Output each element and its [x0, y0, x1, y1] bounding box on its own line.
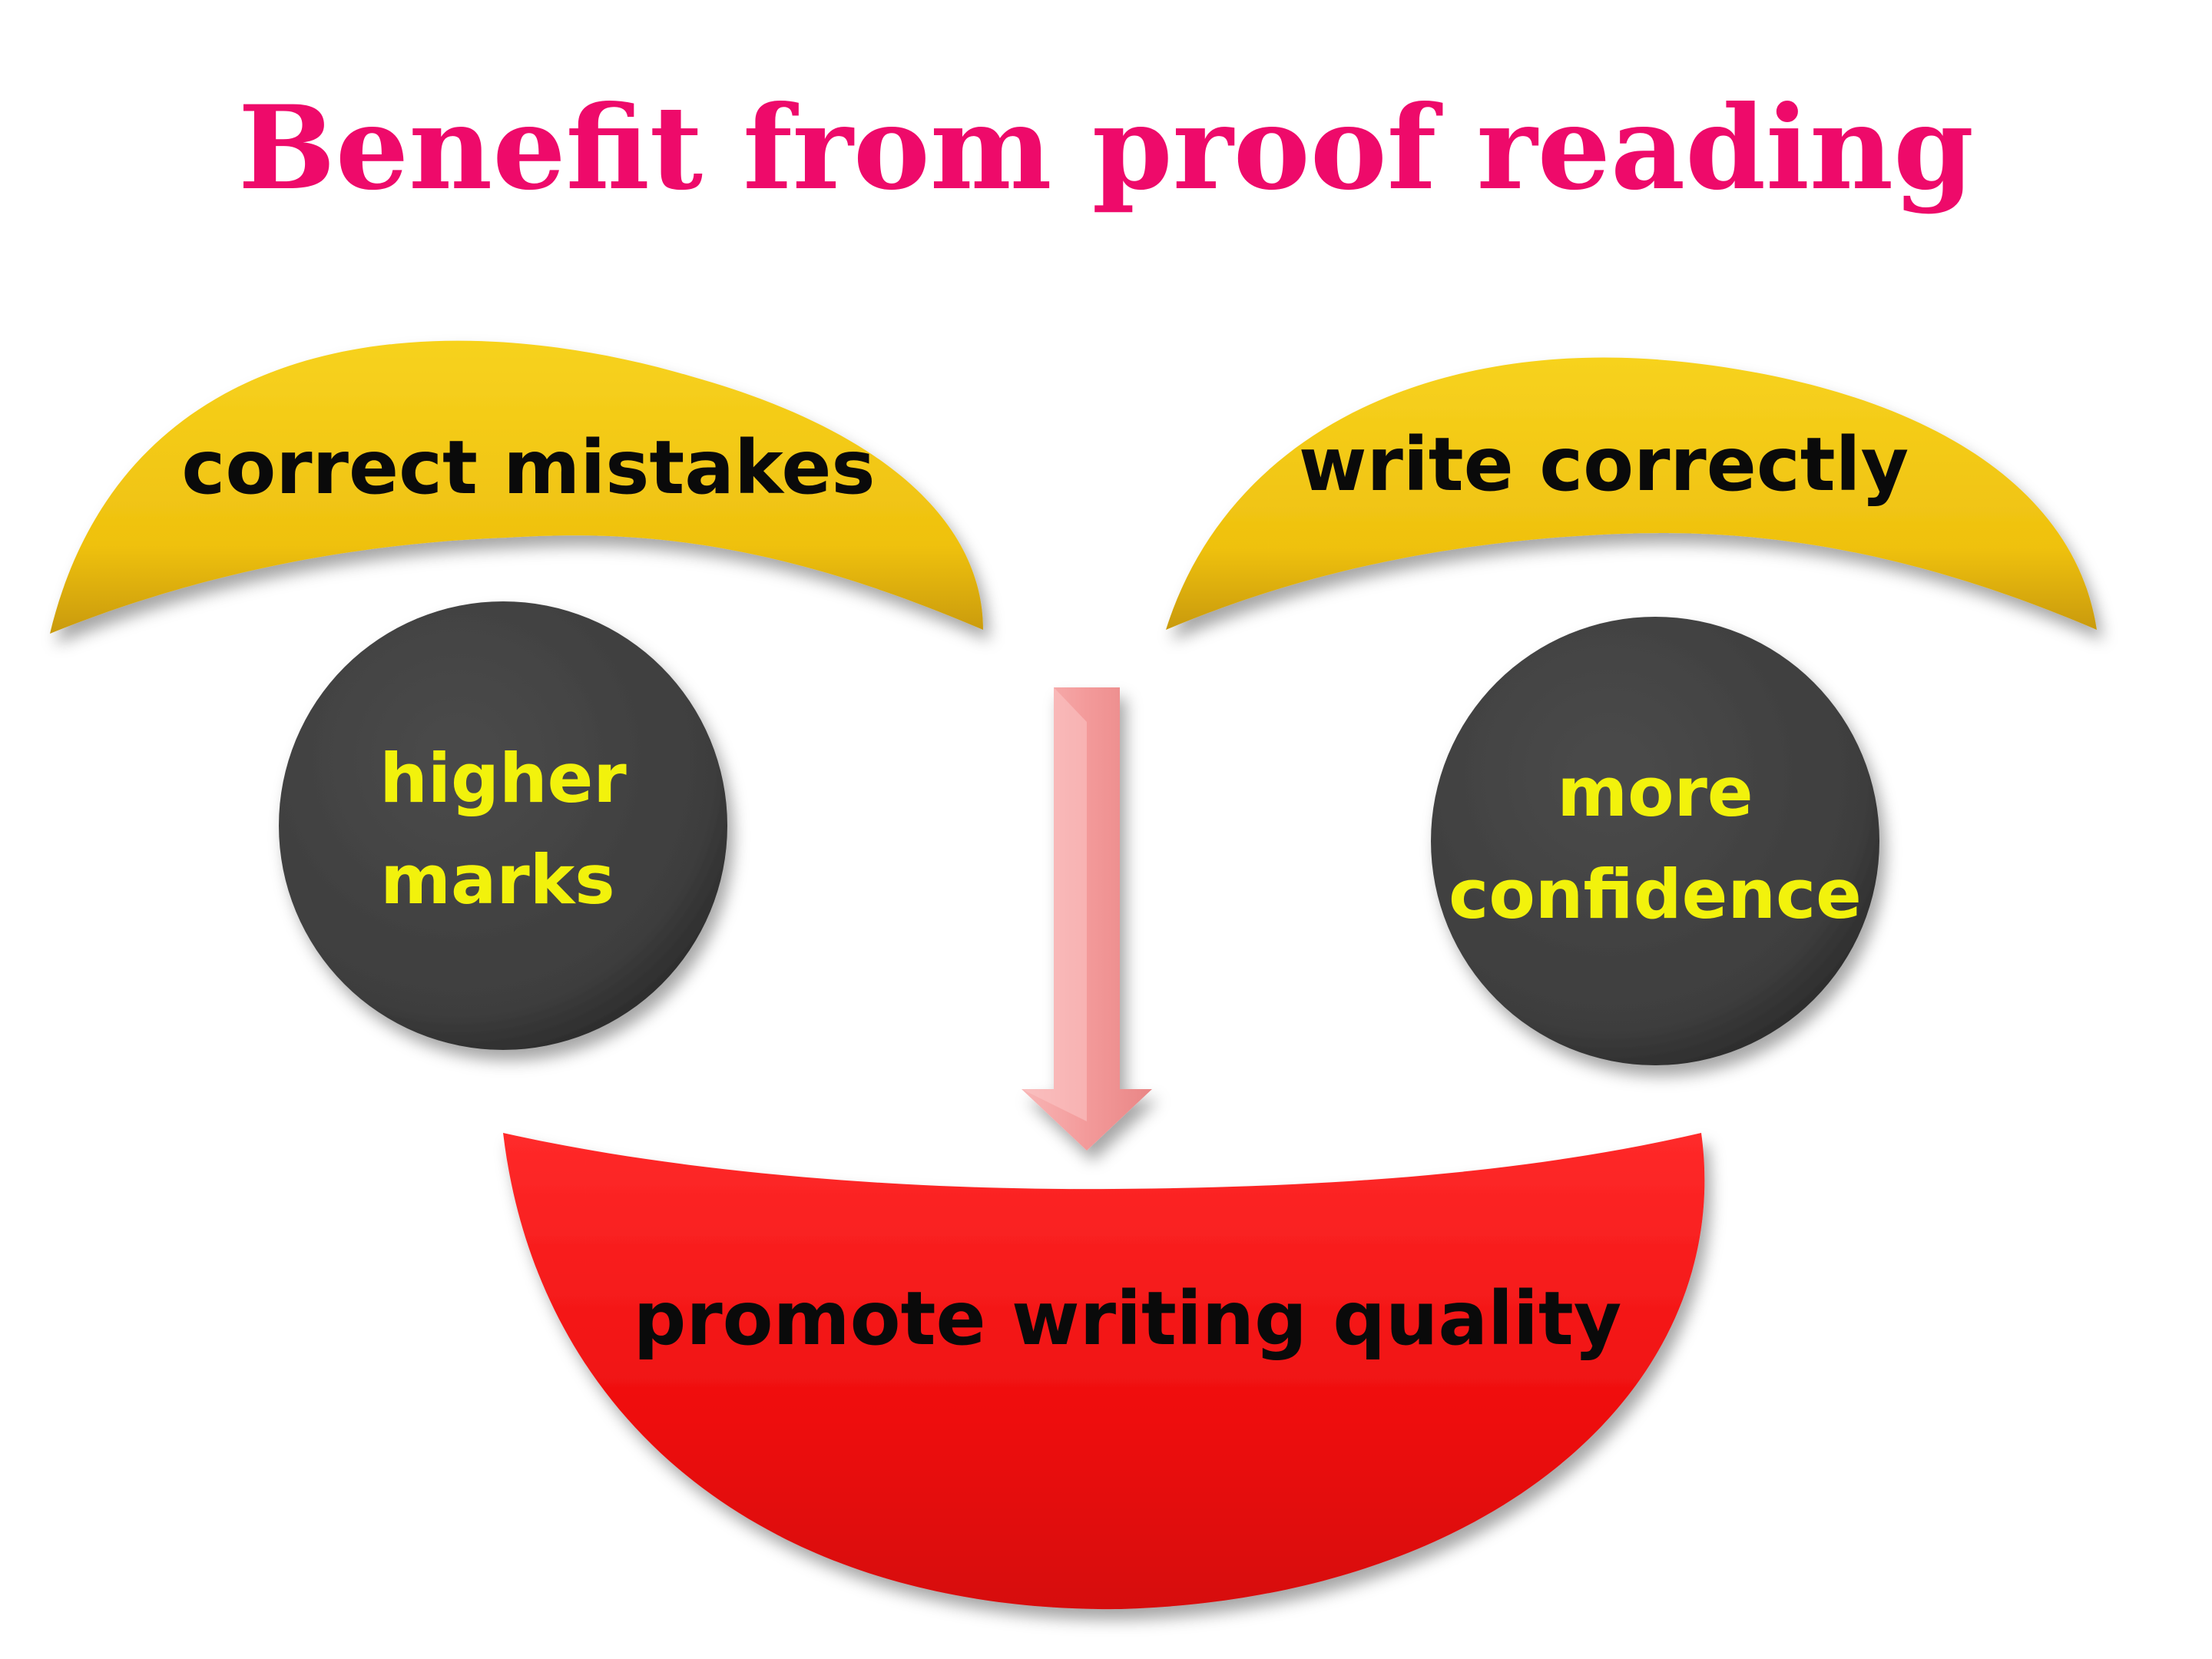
left-brow-shape: correct mistakes: [50, 340, 983, 634]
right-eye-label-line1: more: [1557, 753, 1753, 832]
right-brow-crescent: [1166, 357, 2097, 630]
right-eye-circle: [1431, 617, 1879, 1065]
right-eye-shape: more confidence: [1431, 617, 1879, 1065]
left-eye-shape: higher marks: [279, 601, 727, 1050]
mouth-crescent: [503, 1133, 1705, 1610]
right-brow-shape: write correctly: [1166, 357, 2097, 630]
page-title: Benefit from proof reading: [238, 81, 1974, 216]
left-brow-crescent: [50, 340, 983, 634]
left-brow-label: correct mistakes: [181, 425, 875, 511]
mouth-label: promote writing quality: [634, 1276, 1622, 1362]
down-arrow-icon: [1022, 687, 1152, 1151]
right-eye-label-line2: confidence: [1449, 855, 1862, 934]
left-eye-circle: [279, 601, 727, 1050]
left-eye-label-line1: higher: [379, 739, 627, 818]
arrow-shaft-highlight: [1022, 687, 1087, 1121]
mouth-shape: promote writing quality: [503, 1133, 1705, 1610]
right-brow-label: write correctly: [1299, 422, 1909, 508]
left-eye-label-line2: marks: [380, 840, 614, 919]
